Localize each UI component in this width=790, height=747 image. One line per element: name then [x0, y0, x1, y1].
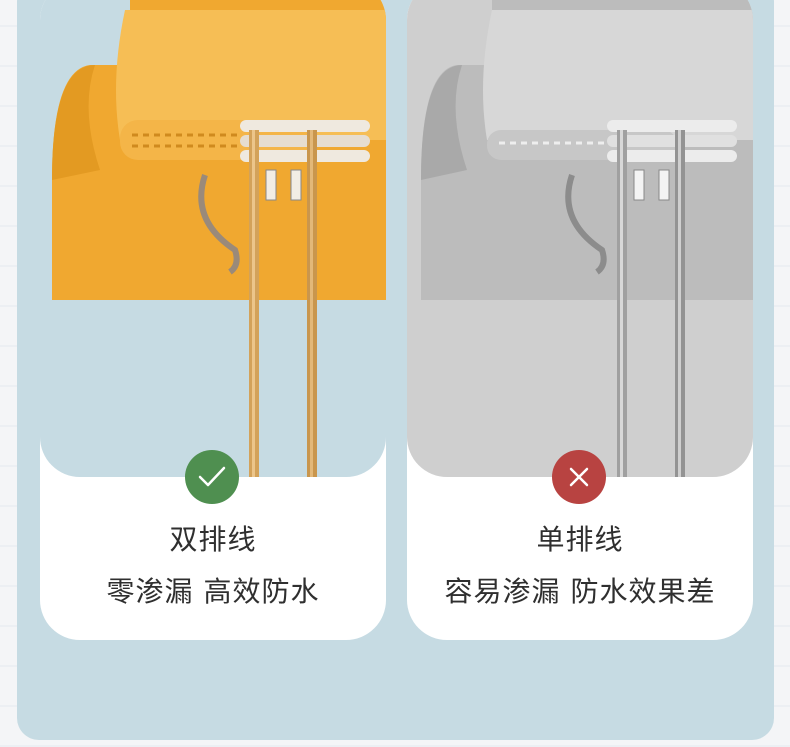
card-double-line: 双排线 零渗漏 高效防水: [40, 0, 386, 640]
check-badge: [185, 450, 239, 504]
single-line-illustration: [407, 0, 753, 477]
card-title: 单排线: [536, 523, 624, 556]
card-description: 零渗漏 高效防水: [106, 575, 320, 608]
card-title: 双排线: [169, 523, 257, 556]
card-single-line: 单排线 容易渗漏 防水效果差: [407, 0, 753, 640]
card-description: 容易渗漏 防水效果差: [444, 575, 716, 608]
close-icon: [569, 467, 589, 487]
double-line-illustration: [40, 0, 386, 477]
check-icon: [198, 466, 226, 487]
cross-badge: [552, 450, 606, 504]
